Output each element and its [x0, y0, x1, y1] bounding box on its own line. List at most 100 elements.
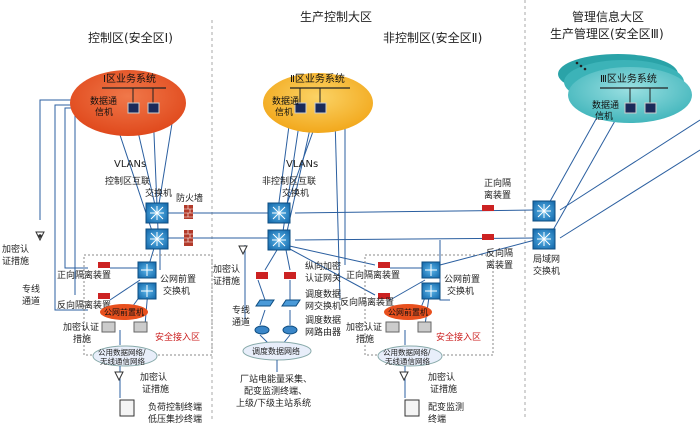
noncontrol-switch-label-2: 交换机 [282, 187, 309, 199]
left-encryption-label: 加密认 [2, 243, 29, 255]
left-security-access-zone-label: 安全接入区 [155, 331, 200, 343]
left-encryption-measures-label: 加密认证 [63, 321, 99, 333]
distribution-terminal-label-2: 终端 [428, 413, 446, 425]
middle-encryption-label-2: 证措施 [213, 275, 240, 287]
dispatch-switch-a [255, 299, 275, 307]
left-reverse-isolation-label: 反向隔离装置 [57, 299, 111, 311]
right-encryption-measures-label-2: 措施 [356, 333, 374, 345]
left-terminal-encryption-label: 加密认 [140, 371, 167, 383]
dispatch-switch-b [281, 299, 301, 307]
left-front-server-a [101, 321, 116, 333]
reverse-isolation-device [482, 234, 494, 240]
left-public-front-switch-label: 公网前置 [160, 273, 196, 285]
dispatch-router-label: 调度数据 [305, 314, 341, 326]
zone-title-management-area: 生产管理区(安全区Ⅲ) [550, 26, 664, 41]
forward-isolation-device [482, 205, 494, 211]
left-terminal-encryption-icon [114, 371, 124, 382]
vlans-label-noncontrol: VLANs [286, 159, 318, 170]
middle-encryption-icon [238, 245, 248, 256]
plant-systems-label-3: 上级/下级主站系统 [236, 397, 311, 409]
forward-isolation-label-2: 离装置 [484, 189, 511, 201]
left-public-network-label-2: 无线通信网络 [100, 356, 145, 366]
left-encryption-label-2: 证措施 [2, 255, 29, 267]
reverse-isolation-label: 反向隔 [486, 247, 513, 259]
zone2-business-label: Ⅱ区业务系统 [290, 72, 345, 85]
zone3-business-label: Ⅲ区业务系统 [600, 72, 657, 85]
vertical-auth-label: 纵向加密 [305, 260, 341, 272]
zone1-server [147, 102, 160, 114]
distribution-terminal-icon [404, 399, 420, 417]
zone-title-production: 生产控制大区 [300, 10, 372, 24]
right-reverse-isolation [378, 293, 390, 299]
control-switch-top [145, 202, 169, 224]
noncontrol-switch-top [267, 202, 291, 224]
right-security-access-zone-label: 安全接入区 [436, 331, 481, 343]
right-encryption-measures-label: 加密认证 [346, 321, 382, 333]
left-forward-isolation [98, 262, 110, 268]
zone-title-noncontrol: 非控制区(安全区Ⅱ) [383, 30, 482, 45]
left-reverse-isolation [98, 293, 110, 299]
dispatch-network-label: 调度数据网络 [252, 346, 300, 356]
reverse-isolation-label-2: 离装置 [486, 259, 513, 271]
zone1-business-label: Ⅰ区业务系统 [103, 72, 156, 85]
right-front-server-a [385, 321, 400, 333]
left-encryption-measures-label-2: 措施 [73, 333, 91, 345]
right-public-network-cloud [377, 345, 443, 367]
lan-switch-label: 局域网 [533, 253, 560, 265]
vertical-auth-gateway-a [256, 272, 268, 279]
left-forward-isolation-label: 正向隔离装置 [57, 269, 111, 281]
right-terminal-encryption-icon [399, 371, 409, 382]
dispatch-router-label-2: 网路由器 [305, 326, 341, 338]
firewall-label: 防火墙 [176, 192, 203, 204]
right-public-front-switch-label-2: 交换机 [447, 285, 474, 297]
noncontrol-switch-bottom [267, 229, 291, 251]
plant-systems-label-2: 配变监测终端、 [244, 385, 307, 397]
zone3-stack-dots [575, 61, 587, 71]
right-terminal-encryption-label: 加密认 [428, 371, 455, 383]
lan-switch-bottom [532, 228, 556, 250]
left-dedicated-label: 专线 [22, 283, 40, 295]
zone3-comm-label-2: 信机 [595, 110, 613, 122]
load-terminal-label-2: 低压集抄终端 [148, 413, 202, 425]
left-public-network-label: 公用数据网络/ [98, 347, 146, 357]
zone2-comm-label: 数据通 [272, 95, 299, 107]
zone2-server [314, 102, 327, 114]
dispatch-switch-label-2: 网交换机 [305, 300, 341, 312]
control-switch-label-2: 交换机 [145, 187, 172, 199]
right-public-network-label: 公用数据网络/ [383, 347, 431, 357]
right-public-front-machine [384, 304, 432, 320]
left-front-server-b [133, 321, 148, 333]
left-public-front-switch-label-2: 交换机 [163, 285, 190, 297]
distribution-terminal-label: 配变监测 [428, 401, 464, 413]
lan-switch-label-2: 交换机 [533, 265, 560, 277]
zone2-comm-label-2: 信机 [275, 106, 293, 118]
firewall-icon [184, 205, 193, 246]
zone3-comm-server [624, 102, 637, 114]
vertical-auth-gateway-b [284, 272, 296, 279]
dispatch-switch-label: 调度数据 [305, 288, 341, 300]
right-reverse-isolation-label: 反向隔离装置 [340, 296, 394, 308]
noncontrol-switch-label: 非控制区互联 [262, 175, 316, 187]
left-dedicated-label-2: 通道 [22, 295, 40, 307]
right-public-front-switch-top [421, 261, 441, 279]
forward-isolation-label: 正向隔 [484, 177, 511, 189]
lan-switch-top [532, 200, 556, 222]
middle-dedicated-label-2: 通道 [232, 316, 250, 328]
zone3-server [644, 102, 657, 114]
connection-lines [39, 99, 700, 346]
load-terminal-icon [119, 399, 135, 417]
control-switch-bottom [145, 228, 169, 250]
left-public-front-machine [100, 304, 148, 320]
left-public-front-switch-top [137, 261, 157, 279]
zone2-comm-server [294, 102, 307, 114]
right-public-front-switch-bottom [421, 282, 441, 300]
middle-dedicated-label: 专线 [232, 304, 250, 316]
right-front-server-b [417, 321, 432, 333]
zone1-comm-label: 数据通 [90, 95, 117, 107]
left-terminal-encryption-label-2: 证措施 [142, 383, 169, 395]
control-switch-label: 控制区互联 [105, 175, 150, 187]
middle-encryption-label: 加密认 [213, 263, 240, 275]
vertical-auth-label-2: 认证网关 [305, 272, 341, 284]
zone-title-control: 控制区(安全区Ⅰ) [88, 30, 173, 45]
right-forward-isolation-label: 正向隔离装置 [346, 269, 400, 281]
